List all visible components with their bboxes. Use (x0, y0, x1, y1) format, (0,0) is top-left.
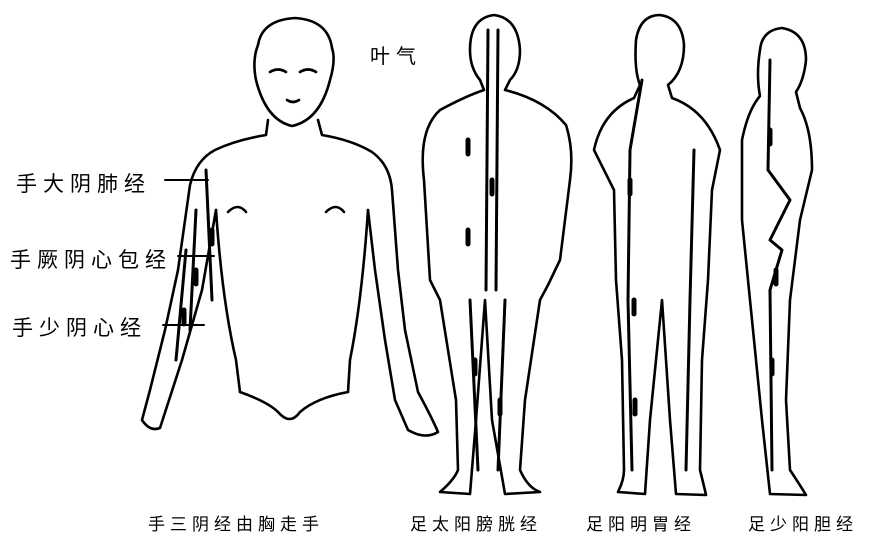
caption-bladder-meridian: 足太阳膀胱经 (410, 510, 542, 535)
label-heart-meridian: 手少阴心经 (12, 312, 147, 342)
figure1-hair (258, 18, 332, 48)
figure3-meridian-lines (628, 80, 694, 470)
label-pericardium-meridian: 手厥阴心包经 (10, 244, 172, 274)
label-lung-meridian: 手大阴肺经 (16, 168, 151, 198)
figure1-face (270, 70, 316, 103)
figure-side (742, 28, 812, 495)
top-label: 叶气 (370, 40, 422, 69)
figure3-outline (594, 15, 720, 495)
figure-front-upper (142, 18, 438, 436)
figure1-chest (228, 207, 344, 212)
caption-stomach-meridian: 足阳明胃经 (586, 510, 696, 535)
figure1-arrows (184, 230, 212, 324)
figure1-groin (240, 392, 348, 419)
caption-gallbladder-meridian: 足少阳胆经 (748, 510, 858, 535)
figure-front-full (594, 15, 720, 495)
figure1-torso (216, 210, 368, 392)
figure1-left-arm (142, 120, 268, 429)
figure1-right-arm (318, 120, 438, 436)
figure-back (423, 15, 572, 494)
caption-hand-three-yin: 手三阴经由胸走手 (148, 510, 324, 535)
figure1-head (254, 45, 333, 126)
